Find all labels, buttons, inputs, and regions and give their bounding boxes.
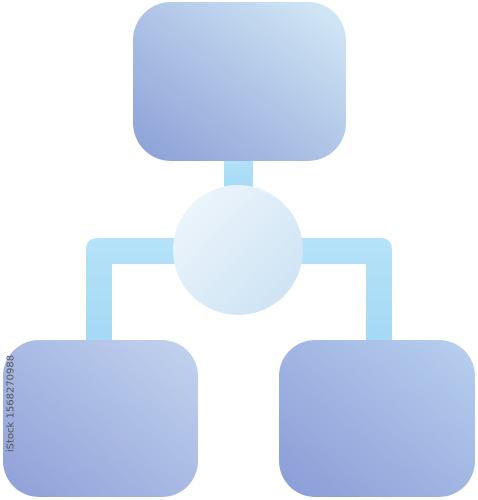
top-node-box [133, 2, 346, 161]
connector-right-branch [292, 238, 392, 355]
stock-id-label: iStock 1568270988 [5, 354, 17, 453]
bottom-right-node-box [279, 340, 475, 497]
bottom-left-node-box [3, 340, 198, 497]
hub-circle [173, 185, 303, 315]
connector-left-branch [86, 238, 185, 355]
